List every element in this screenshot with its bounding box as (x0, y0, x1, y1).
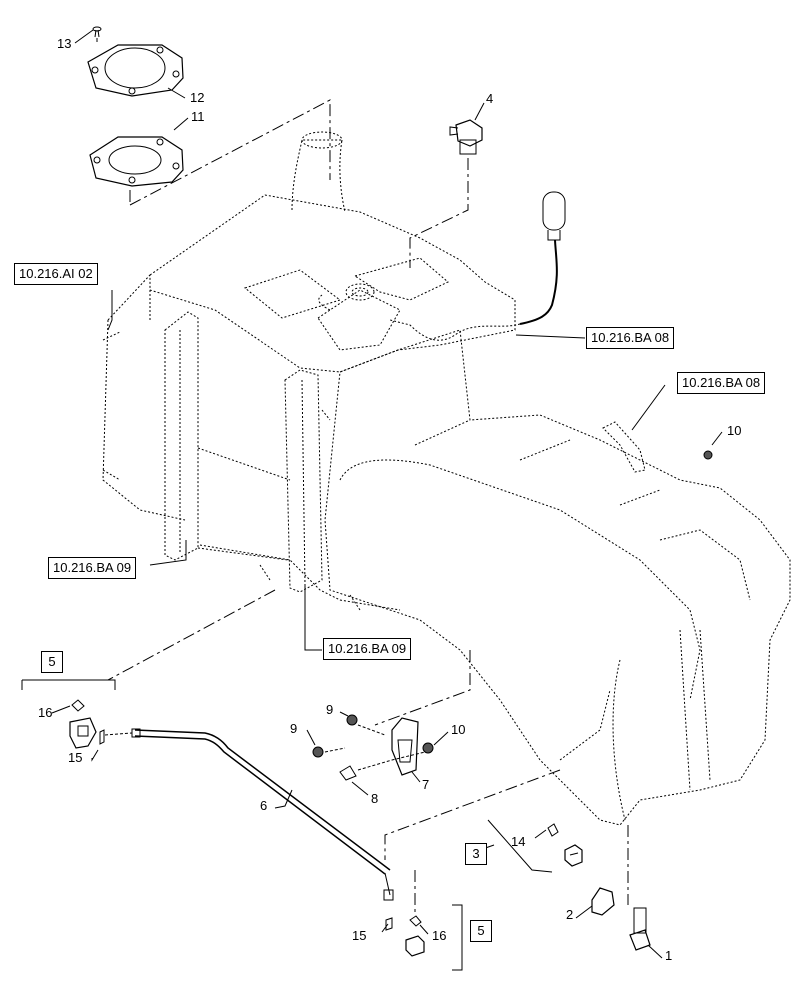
sender-float (519, 191, 566, 325)
screw-13 (92, 26, 102, 38)
nut-10-bottom (422, 742, 434, 754)
callout-9-top: 9 (326, 702, 334, 717)
callout-16-bottom: 16 (432, 928, 447, 943)
callout-14: 14 (511, 834, 526, 849)
leader-12 (167, 87, 186, 99)
nut-10-top (703, 450, 713, 460)
nut-9-top (346, 714, 358, 726)
leader-6 (274, 789, 293, 809)
drain-valve-1 (629, 907, 651, 951)
fitting-15-bottom (385, 917, 393, 931)
leader-ai02 (107, 290, 113, 331)
gasket-12 (87, 44, 184, 97)
leader-7 (411, 771, 421, 783)
callout-10-top: 10 (727, 423, 742, 438)
callout-9-left: 9 (290, 721, 298, 736)
ref-10-216-ba-09-bottom[interactable]: 10.216.BA 09 (323, 638, 412, 660)
callout-7: 7 (422, 777, 430, 792)
leader-16b (419, 924, 429, 935)
ref-10-216-ba-08-top[interactable]: 10.216.BA 08 (586, 327, 675, 349)
fuel-tank (102, 131, 791, 826)
callout-1: 1 (665, 948, 673, 963)
leader-ba08-right (631, 384, 666, 431)
callout-4: 4 (486, 91, 494, 106)
adapter-2 (564, 844, 583, 867)
callout-13: 13 (57, 36, 72, 51)
elbow-15-left (69, 717, 97, 749)
callout-16-left: 16 (38, 705, 53, 720)
plug-bottom (405, 935, 425, 957)
group-box-5-bottom: 5 (470, 920, 492, 942)
callout-6: 6 (260, 798, 268, 813)
leader-4 (474, 102, 485, 121)
group-box-3: 3 (465, 843, 487, 865)
callout-15-bottom: 15 (352, 928, 367, 943)
fitting-16-bottom (409, 915, 422, 927)
ref-10-216-ai-02[interactable]: 10.216.AI 02 (14, 263, 98, 285)
gasket-11 (89, 136, 184, 187)
leader-16a (51, 705, 71, 714)
callout-12: 12 (190, 90, 205, 105)
leader-8 (351, 781, 369, 796)
ref-10-216-ba-08-right[interactable]: 10.216.BA 08 (677, 372, 766, 394)
leader-1 (647, 944, 663, 959)
callout-15-left: 15 (68, 750, 83, 765)
fitting-16-left (71, 699, 85, 712)
leader-ba08-top (515, 334, 586, 339)
leader-15b (381, 923, 389, 933)
leader-2 (575, 905, 593, 919)
fitting-4 (449, 119, 483, 155)
leader-11 (173, 117, 189, 131)
callout-8: 8 (371, 791, 379, 806)
leader-10b (433, 731, 449, 746)
callout-2: 2 (566, 907, 574, 922)
nut-9-left (312, 746, 324, 758)
ref-10-216-ba-09-left[interactable]: 10.216.BA 09 (48, 557, 137, 579)
callout-11: 11 (191, 109, 205, 124)
leader-14 (534, 829, 547, 839)
level-sender (602, 421, 646, 473)
fitting-14 (547, 823, 559, 837)
callout-10-bottom: 10 (451, 722, 466, 737)
fuel-tube-6 (131, 728, 394, 901)
leader-10a (711, 431, 723, 446)
leader-ba09-bottom (304, 585, 322, 651)
leader-15a (91, 749, 99, 762)
leader-9a (339, 711, 349, 717)
leader-ba09-left (149, 540, 187, 566)
clip-8 (339, 765, 357, 781)
clamp-2 (591, 887, 615, 916)
leader-13 (74, 29, 94, 44)
group-box-5-left: 5 (41, 651, 63, 673)
leader-9b (306, 729, 316, 746)
bracket-7 (391, 717, 419, 776)
